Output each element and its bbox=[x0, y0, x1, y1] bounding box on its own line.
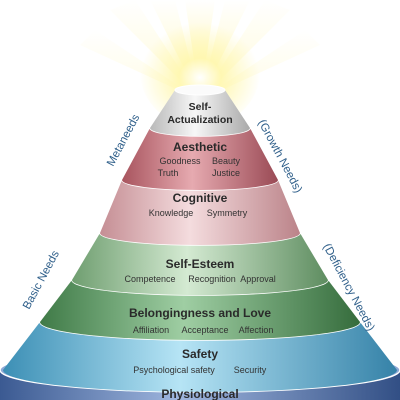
self-actualization-title-line1: Self- bbox=[189, 101, 212, 113]
aesthetic-item-justice: Justice bbox=[212, 168, 240, 178]
cognitive-item-symmetry: Symmetry bbox=[207, 208, 248, 218]
safety-item-security: Security bbox=[234, 365, 267, 375]
aesthetic-item-truth: Truth bbox=[158, 168, 179, 178]
safety-title: Safety bbox=[182, 347, 218, 361]
self-esteem-title: Self-Esteem bbox=[166, 257, 235, 271]
self-actualization-title-line2: Actualization bbox=[167, 114, 232, 126]
aesthetic-item-goodness: Goodness bbox=[159, 156, 201, 166]
self-esteem-item-recognition: Recognition bbox=[188, 274, 236, 284]
belonging-item-acceptance: Acceptance bbox=[181, 325, 228, 335]
tier-self-actualization bbox=[150, 84, 250, 136]
aesthetic-title: Aesthetic bbox=[173, 140, 227, 154]
self-esteem-item-competence: Competence bbox=[124, 274, 175, 284]
belonging-item-affection: Affection bbox=[239, 325, 274, 335]
physiological-title: Physiological bbox=[161, 387, 238, 400]
belonging-title: Belongingness and Love bbox=[129, 306, 271, 320]
cognitive-title: Cognitive bbox=[173, 191, 228, 205]
self-esteem-item-approval: Approval bbox=[240, 274, 276, 284]
safety-item-psychological: Psychological safety bbox=[133, 365, 215, 375]
aesthetic-item-beauty: Beauty bbox=[212, 156, 241, 166]
cognitive-item-knowledge: Knowledge bbox=[149, 208, 194, 218]
belonging-item-affiliation: Affiliation bbox=[133, 325, 169, 335]
